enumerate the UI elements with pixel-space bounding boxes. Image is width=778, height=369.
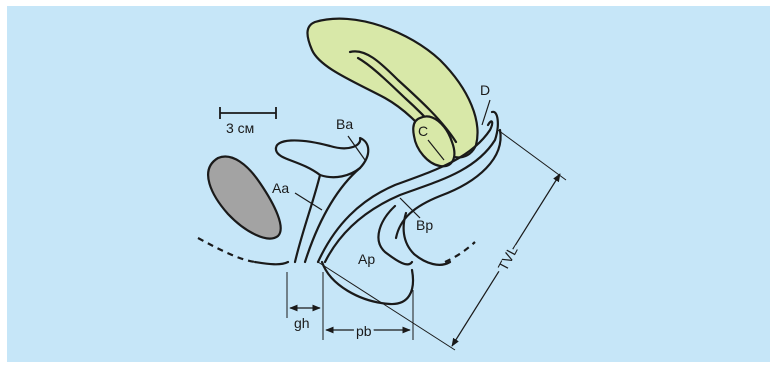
ba-leader-line [347,135,366,161]
scale-bar-label: 3 см [226,120,254,136]
label-d: D [480,82,490,98]
label-ba: Ba [336,116,353,132]
bladder-outline [274,136,370,179]
anterior-wall-outline [303,166,362,264]
label-gh: gh [294,315,310,331]
body-contour-right [444,241,476,263]
rectum-outline-outer [394,128,502,240]
body-contour-left [197,237,256,264]
label-bp: Bp [416,217,433,233]
gh-measurement [286,272,324,340]
d-leader-line [481,99,491,126]
tvl-measurement [317,129,567,351]
vaginal-canal-anterior [316,120,494,264]
perineal-body-outline [320,260,415,306]
pubic-bone-shape [207,155,282,240]
pb-measurement [325,290,414,340]
bp-leader-line [399,197,421,219]
label-tvl: TVL [495,243,521,273]
body-contour-left-solid [253,260,290,266]
label-c: C [418,123,428,139]
label-pb: pb [356,323,372,339]
c-leader-line [427,139,445,161]
urethra-outline [293,173,322,264]
rectum-outline [377,204,452,266]
label-aa: Aa [272,180,289,196]
cervix-shape [412,115,456,168]
aa-leader-line [294,192,323,211]
scale-bar [219,107,277,119]
label-ap: Ap [358,251,375,267]
vaginal-canal-posterior [323,110,499,264]
